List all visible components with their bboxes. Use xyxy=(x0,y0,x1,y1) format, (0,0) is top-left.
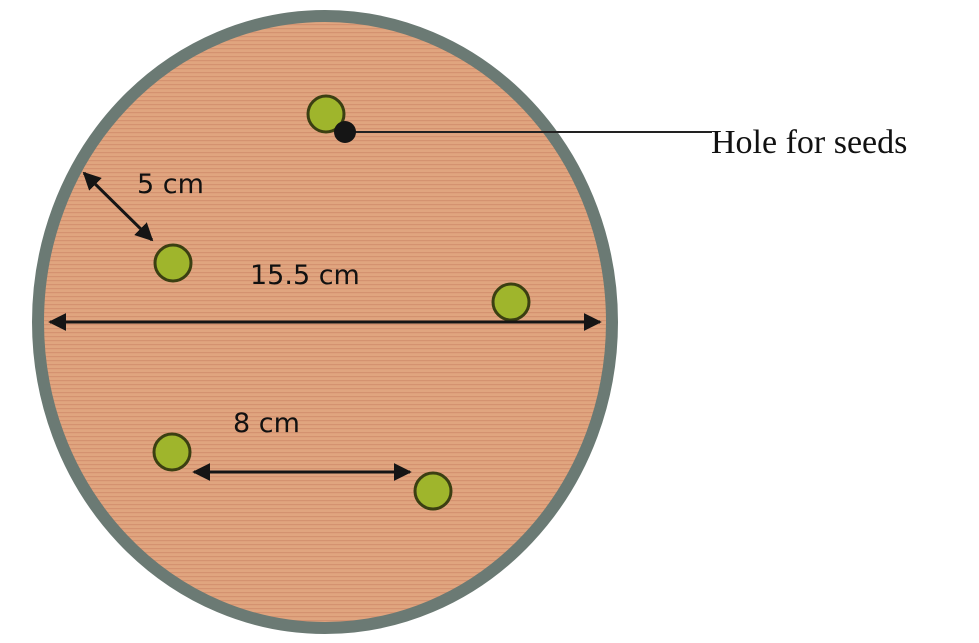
seed-bottom-left xyxy=(152,432,192,472)
hole-to-hole-label: 8 cm xyxy=(233,408,300,439)
edge-to-hole-label: 5 cm xyxy=(137,169,204,200)
diameter-label: 15.5 cm xyxy=(250,260,360,291)
seed-right xyxy=(491,282,531,322)
seed-bottom-right xyxy=(413,471,453,511)
seed-hole xyxy=(334,121,356,143)
edge-to-hole-arrow xyxy=(82,171,154,242)
hole-for-seeds-label: Hole for seeds xyxy=(711,124,908,161)
seed-left xyxy=(153,243,193,283)
seed-top xyxy=(306,94,346,134)
